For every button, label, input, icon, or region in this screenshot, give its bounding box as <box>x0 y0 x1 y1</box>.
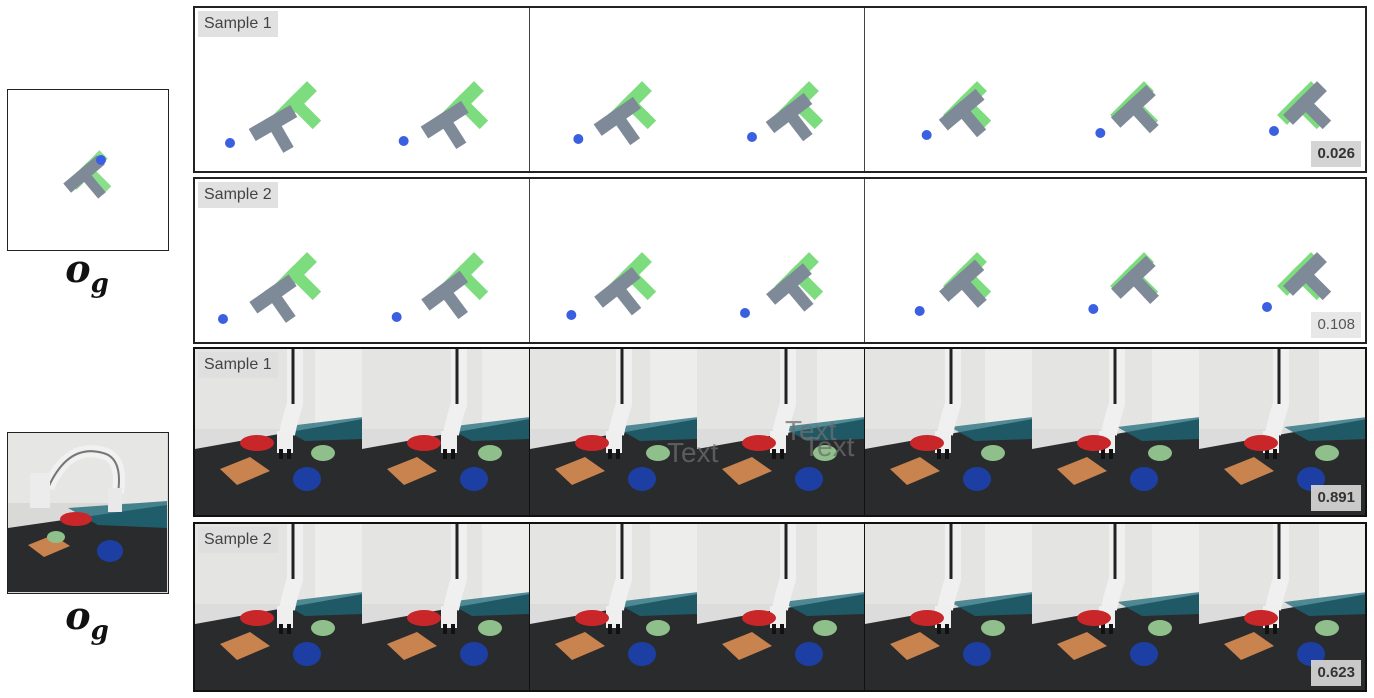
trajectory-frame <box>362 8 531 171</box>
trajectory-frame <box>864 524 1033 690</box>
trajectory-frame <box>697 349 866 515</box>
trajectory-frame <box>1032 524 1200 690</box>
sim-strip-sample-1: Sample 1 0.026 <box>193 6 1367 173</box>
goal-image-sim <box>7 89 169 251</box>
goal-image-real <box>7 432 169 594</box>
real-strip-sample-1: Sample 1 0.891 Text Text Text <box>193 347 1367 517</box>
trajectory-frame <box>1032 179 1200 342</box>
trajectory-frame <box>195 349 363 515</box>
trajectory-frame <box>1032 8 1200 171</box>
goal-label-top: og <box>65 246 109 299</box>
trajectory-frame <box>697 179 866 342</box>
score-badge: 0.891 <box>1311 485 1361 511</box>
trajectory-frame <box>1199 524 1365 690</box>
trajectory-frame <box>864 179 1033 342</box>
trajectory-frame <box>362 524 531 690</box>
goal-label-bottom: og <box>65 593 109 646</box>
trajectory-frame <box>864 8 1033 171</box>
trajectory-frame <box>1032 349 1200 515</box>
trajectory-frame <box>362 349 531 515</box>
sim-strip-sample-2: Sample 2 0.108 <box>193 177 1367 344</box>
trajectory-frame <box>195 179 363 342</box>
score-badge: 0.026 <box>1311 141 1361 167</box>
trajectory-frame <box>529 179 698 342</box>
trajectory-frame <box>529 349 698 515</box>
sample-label: Sample 2 <box>198 527 278 553</box>
real-strip-sample-2: Sample 2 0.623 <box>193 522 1367 692</box>
trajectory-frame <box>529 524 698 690</box>
score-badge: 0.623 <box>1311 660 1361 686</box>
trajectory-frame <box>529 8 698 171</box>
trajectory-frame <box>864 349 1033 515</box>
score-badge: 0.108 <box>1311 312 1361 338</box>
trajectory-frame <box>697 524 866 690</box>
sample-label: Sample 2 <box>198 182 278 208</box>
trajectory-frame <box>362 179 531 342</box>
sample-label: Sample 1 <box>198 352 278 378</box>
trajectory-frame <box>697 8 866 171</box>
sample-label: Sample 1 <box>198 11 278 37</box>
